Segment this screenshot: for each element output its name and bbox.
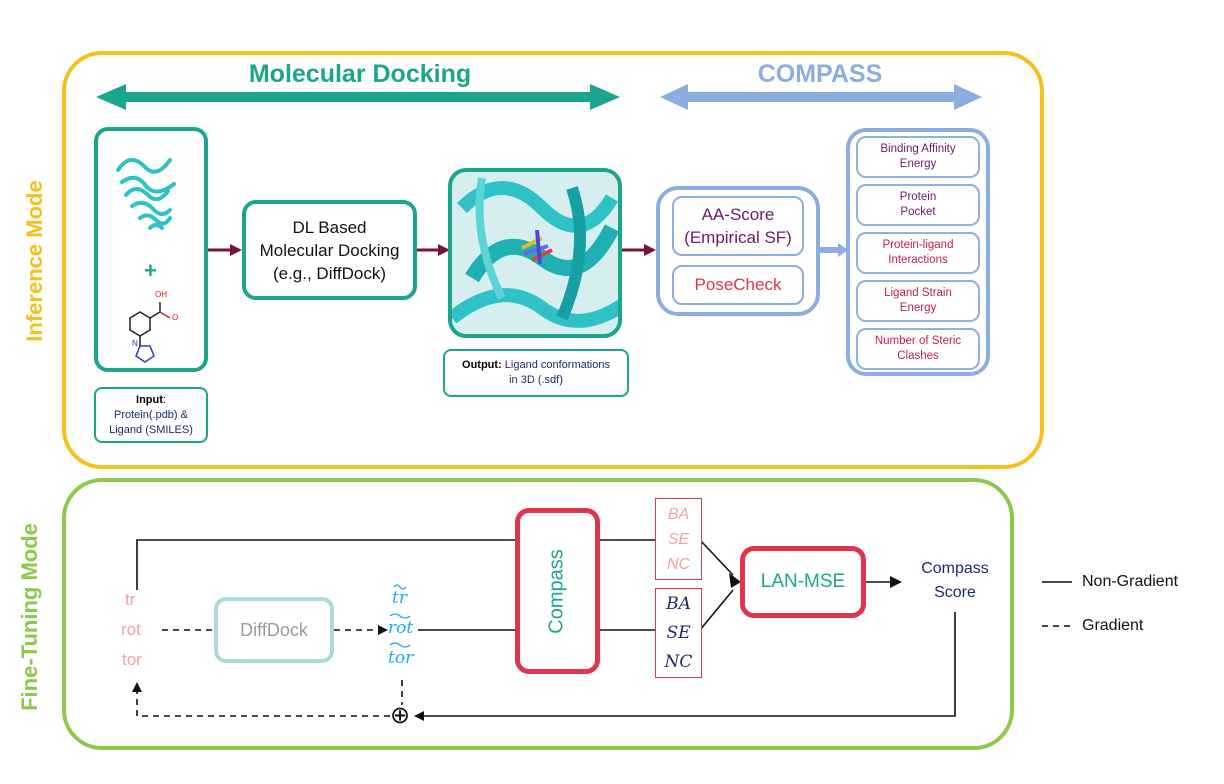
input-structures-box [94, 127, 208, 372]
metric-0-line1: Binding Affinity [880, 143, 956, 155]
input-tr: tr [125, 590, 136, 609]
input-label-colon: : [162, 393, 166, 406]
metric-ligand-strain-energy: Ligand Strain Energy [856, 280, 980, 322]
flow-arrows [208, 244, 656, 256]
protein-icon [116, 158, 176, 230]
compass-score-line2: Score [934, 584, 976, 601]
aa-score-line1: AA-Score [701, 205, 775, 224]
scorer-to-metrics-arrow [818, 243, 848, 257]
metric-4-line2: Clashes [897, 350, 939, 362]
input-protein-text: Protein(.pdb) & [114, 408, 188, 421]
pred-ba: BA [666, 593, 691, 614]
lanmse-arrow-head [729, 573, 741, 588]
aa-score-box: AA-Score (Empirical SF) [672, 196, 804, 256]
fine-tuning-mode-panel [62, 478, 1014, 750]
metric-4-line1: Number of Steric [874, 335, 962, 347]
dl-docking-line3: (e.g., DiffDock) [272, 263, 387, 283]
input-rot: rot [121, 620, 141, 639]
diffdock-arrow-head [378, 625, 388, 635]
docking-double-arrow [96, 84, 620, 110]
prediction-tildes [389, 584, 411, 648]
inference-mode-panel [62, 51, 1044, 469]
docked-complex-image [448, 168, 622, 338]
metric-steric-clashes: Number of Steric Clashes [856, 328, 980, 370]
feedback-arrow-head [414, 711, 424, 721]
ligand-o-label: O [172, 313, 179, 322]
metric-protein-pocket: Protein Pocket [856, 184, 980, 226]
predicted-metrics-box: BA SE NC [655, 588, 702, 678]
tor-up-arrow-head [132, 682, 142, 692]
dl-docking-line1: DL Based [292, 217, 367, 237]
plus-sign: + [144, 258, 157, 283]
output-text-2: in 3D (.sdf) [509, 374, 563, 386]
metric-protein-ligand-interactions: Protein-ligand Interactions [856, 232, 980, 274]
legend-non-gradient: Non-Gradient [1082, 573, 1179, 590]
ref-se: SE [667, 530, 690, 548]
metric-0-line2: Energy [899, 158, 937, 170]
molecular-docking-header: Molecular Docking [248, 60, 472, 88]
input-tor: tor [122, 650, 142, 669]
gradient-lines [136, 629, 403, 717]
ligand-n-label: N [132, 339, 138, 348]
metric-2-line1: Protein-ligand [882, 239, 954, 251]
metric-2-line2: Interactions [888, 254, 948, 266]
pred-se: SE [666, 622, 691, 643]
compass-box: Compass [515, 508, 600, 674]
compass-score-line1: Compass [921, 560, 989, 577]
output-label: Output: [462, 359, 502, 371]
non-gradient-lines [136, 539, 956, 717]
lan-mse-box: LAN-MSE [740, 546, 866, 618]
dl-docking-box: DL Based Molecular Docking (e.g., DiffDo… [242, 200, 417, 300]
input-caption: Input: Protein(.pdb) & Ligand (SMILES) [94, 387, 208, 443]
metric-binding-affinity: Binding Affinity Energy [856, 136, 980, 178]
sum-operator: ⊕ [390, 702, 411, 729]
dl-docking-line2: Molecular Docking [259, 240, 400, 260]
ligand-oh-label: OH [155, 290, 167, 299]
posecheck-box: PoseCheck [672, 265, 804, 305]
ligand-structure-icon [129, 302, 171, 363]
diffdock-box: DiffDock [214, 597, 334, 663]
output-caption: Output: Ligand conformations in 3D (.sdf… [443, 349, 629, 397]
metric-1-line2: Pocket [900, 206, 936, 218]
compass-header: COMPASS [757, 60, 883, 88]
input-ligand-text: Ligand (SMILES) [109, 423, 193, 436]
pred-tr: tr [392, 588, 407, 608]
metric-3-line1: Ligand Strain [884, 287, 952, 299]
aa-score-line2: (Empirical SF) [684, 228, 792, 247]
input-label: Input [136, 393, 163, 406]
reference-metrics-box: BA SE NC [655, 498, 702, 580]
pred-rot: rot [388, 618, 414, 638]
metric-3-line2: Energy [899, 302, 937, 314]
pred-tor: tor [388, 648, 414, 668]
score-arrow-head [890, 576, 902, 588]
output-text-1: Ligand conformations [504, 359, 610, 371]
pred-nc: NC [664, 651, 693, 672]
ref-nc: NC [666, 555, 691, 573]
docked-complex-render [452, 177, 618, 328]
ref-ba: BA [667, 505, 690, 523]
compass-double-arrow [660, 84, 982, 110]
metric-1-line1: Protein [899, 191, 937, 203]
legend-gradient: Gradient [1082, 617, 1144, 634]
compass-box-label: Compass [546, 548, 569, 634]
